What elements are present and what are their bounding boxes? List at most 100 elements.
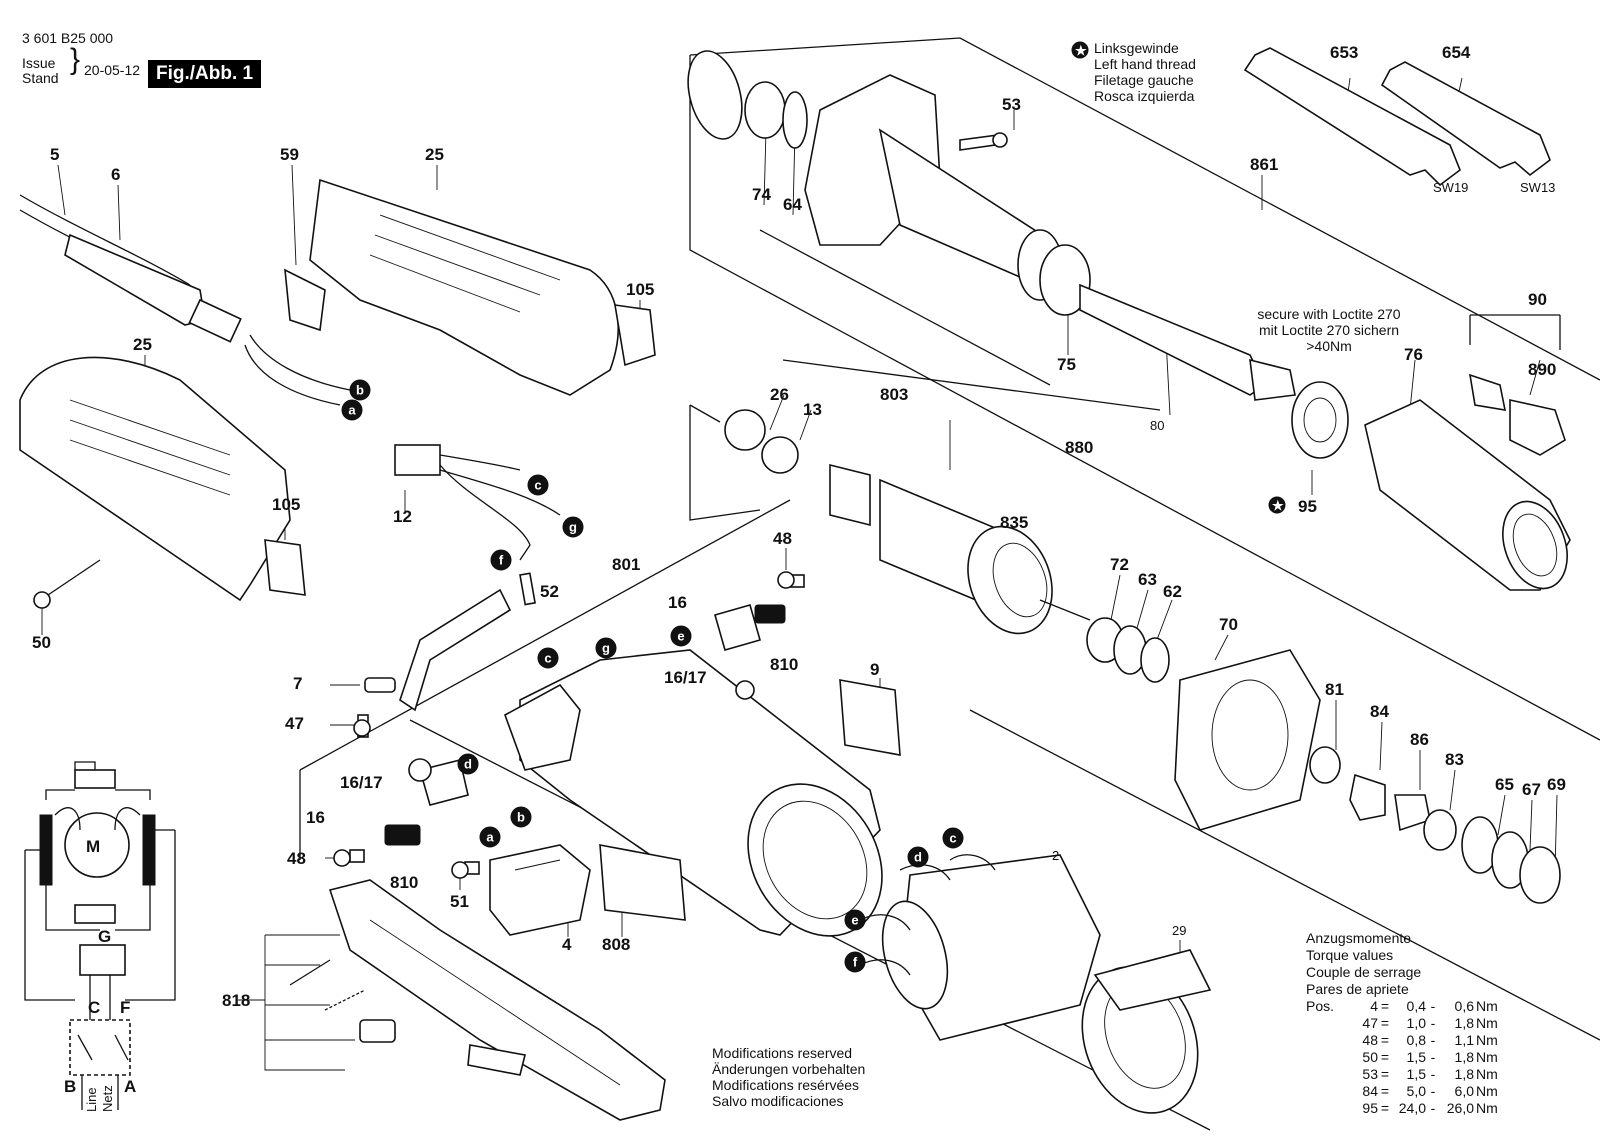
bearing-flange	[1086, 617, 1561, 904]
torque-min: 1,5	[1406, 1066, 1426, 1082]
torque-dash: -	[1430, 1015, 1436, 1031]
bracket-lines	[238, 37, 1600, 1131]
gear-head	[687, 50, 1296, 401]
issue-label: Issue	[22, 55, 56, 71]
part-number-label: 835	[1000, 513, 1028, 532]
part-number-label: 25	[425, 145, 444, 164]
wire-letter-text: a	[486, 830, 494, 845]
part-number-label: 95	[1298, 497, 1317, 516]
part-number-label: 105	[272, 495, 300, 514]
issue-date: 20-05-12	[84, 62, 141, 78]
svg-text:★: ★	[1075, 43, 1087, 58]
part-number-label: 4	[562, 935, 572, 954]
torque-position: 84	[1362, 1083, 1378, 1099]
torque-unit: Nm	[1476, 998, 1498, 1014]
wrenches	[1243, 47, 1551, 187]
modifications-line: Modifications resérvées	[712, 1077, 860, 1093]
part-number-label: 84	[1370, 702, 1389, 721]
wire-letter-circle	[942, 827, 964, 849]
suppressor-capacitor	[394, 444, 561, 561]
torque-min: 1,0	[1406, 1015, 1426, 1031]
thread-star-icon: ★ ★	[1071, 41, 1286, 514]
part-number-label: 26	[770, 385, 789, 404]
wire-letter-circle	[844, 909, 866, 931]
torque-position: 4	[1370, 998, 1378, 1014]
wire-letter-text: e	[851, 913, 858, 928]
terminal-a: A	[124, 1077, 136, 1096]
torque-max: 1,1	[1454, 1032, 1474, 1048]
part-number-label: 818	[222, 991, 250, 1010]
wire-letter-circle	[341, 399, 363, 421]
wire-letter-text: a	[348, 403, 356, 418]
brush-holders	[384, 604, 786, 846]
part-number-label: 7	[293, 674, 302, 693]
part-number-label: 16	[668, 593, 687, 612]
terminal-c: C	[88, 998, 100, 1017]
armature	[724, 409, 1091, 635]
part-number-label: 64	[783, 195, 802, 214]
wire-letter-circle	[670, 625, 692, 647]
torque-position: 95	[1362, 1100, 1378, 1116]
wire-letter-a: a	[479, 826, 501, 848]
wire-letter-circle	[537, 647, 559, 669]
wire-letter-text: b	[517, 810, 525, 825]
torque-max: 6,0	[1454, 1083, 1474, 1099]
torque-min: 24,0	[1398, 1100, 1426, 1116]
svg-text:★: ★	[1272, 498, 1284, 513]
loctite-line: mit Loctite 270 sichern	[1258, 322, 1400, 338]
screws	[333, 571, 805, 879]
part-number-label: 81	[1325, 680, 1344, 699]
part-number-label: 801	[612, 555, 640, 574]
part-number-label: 890	[1528, 360, 1556, 379]
modifications-note: Modifications reserved Änderungen vorbeh…	[712, 1045, 865, 1109]
housing-half-bottom	[19, 356, 306, 609]
torque-unit: Nm	[1476, 1049, 1498, 1065]
part-number-label: 47	[285, 714, 304, 733]
wire-letter-d: d	[457, 753, 479, 775]
torque-dash: -	[1430, 1083, 1436, 1099]
part-number-label: 80	[1150, 418, 1164, 433]
thread-note-line: Filetage gauche	[1094, 72, 1194, 88]
torque-title: Torque values	[1306, 947, 1394, 963]
motor-symbol: M	[86, 837, 100, 856]
torque-equals: =	[1380, 1066, 1390, 1082]
wire-letter-circle	[844, 951, 866, 973]
wire-letter-a: a	[341, 399, 363, 421]
wire-letter-circle	[527, 474, 549, 496]
netz-label: Netz	[100, 1085, 115, 1112]
loctite-note: secure with Loctite 270 mit Loctite 270 …	[1244, 306, 1414, 354]
part-number-label: 48	[773, 529, 792, 548]
wire-letter-text: c	[949, 831, 956, 846]
terminal-f: F	[120, 998, 130, 1017]
part-number-label: 810	[770, 655, 798, 674]
wire-letter-text: f	[499, 553, 504, 568]
wire-letter-text: d	[464, 757, 472, 772]
wire-letter-circle	[479, 826, 501, 848]
torque-max: 0,6	[1454, 998, 1474, 1014]
part-number-label: 105	[626, 280, 654, 299]
torque-unit: Nm	[1476, 1032, 1498, 1048]
torque-min: 0,4	[1406, 998, 1426, 1014]
wire-letter-text: f	[853, 955, 858, 970]
handle-grip	[289, 879, 666, 1121]
torque-dash: -	[1430, 1032, 1436, 1048]
part-number-label: 70	[1219, 615, 1238, 634]
torque-pos-label: Pos.	[1306, 998, 1335, 1014]
part-number-label: 86	[1410, 730, 1429, 749]
thread-note-line: Linksgewinde	[1094, 40, 1179, 56]
torque-equals: =	[1380, 1032, 1390, 1048]
wire-letter-b: b	[510, 806, 532, 828]
part-number-label: 59	[280, 145, 299, 164]
part-number-label: 25	[133, 335, 152, 354]
figure-badge: Fig./Abb. 1	[148, 60, 262, 88]
wire-letter-circle	[595, 637, 617, 659]
part-number-label: 52	[540, 582, 559, 601]
wrench-part-label: 654	[1442, 43, 1471, 62]
wire-letter-text: c	[544, 651, 551, 666]
wrench-size-label: SW19	[1433, 180, 1468, 195]
part-number-label: 5	[50, 145, 59, 164]
